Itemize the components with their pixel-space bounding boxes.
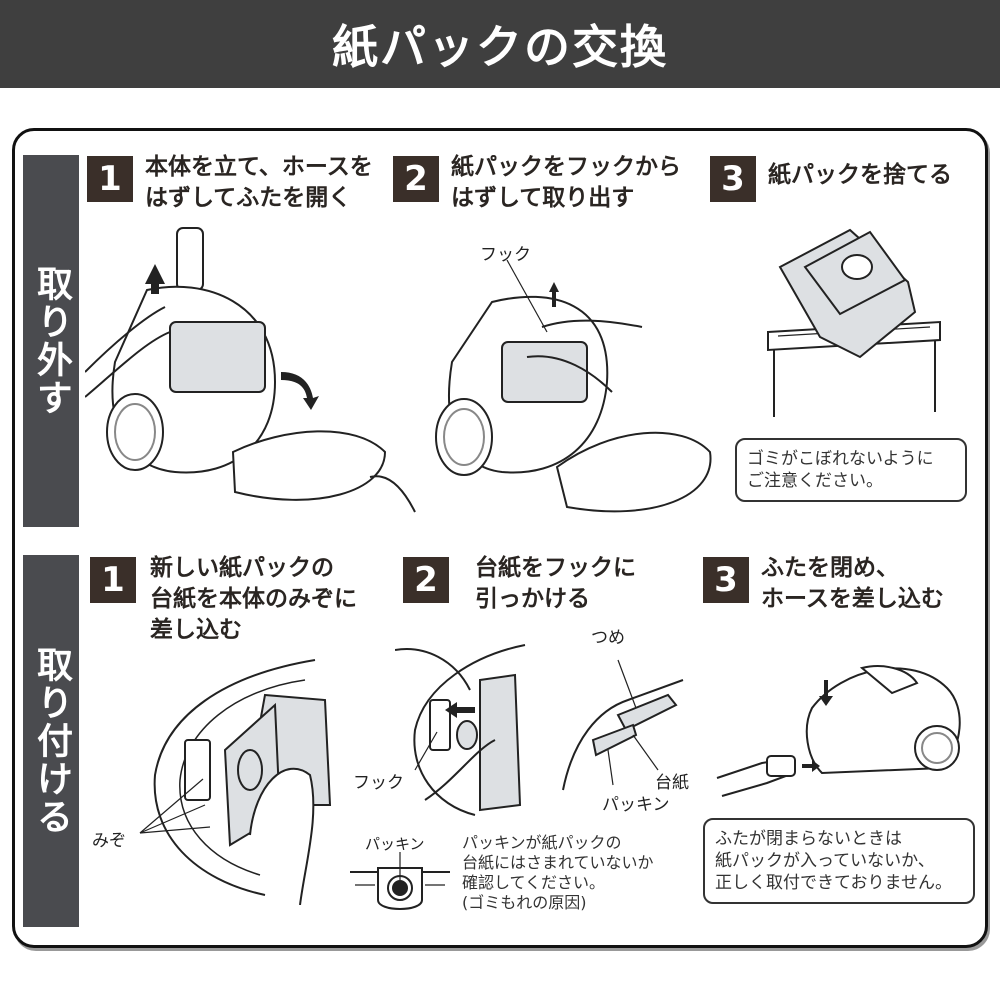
page-header: 紙パックの交換	[0, 0, 1000, 88]
step-text: 紙パックをフックから はずして取り出す	[451, 154, 681, 211]
step-text: 新しい紙パックの 台紙を本体のみぞに 差し込む	[150, 555, 357, 643]
callout-hook-2: フック	[353, 773, 404, 793]
hook-bag-illustration	[395, 644, 526, 816]
attach-step-3: 3 ふたを閉め、 ホースを差し込む	[703, 553, 944, 615]
step-number: 2	[403, 557, 449, 603]
step-number: 3	[703, 557, 749, 603]
insert-bag-illustration	[139, 659, 332, 905]
step-text: ふたを閉め、 ホースを差し込む	[761, 555, 944, 612]
step-text: 台紙をフックに 引っかける	[475, 555, 636, 612]
step-number: 2	[393, 156, 439, 202]
remove-step-1: 1 本体を立て、ホースを はずしてふたを開く	[87, 152, 373, 214]
warning-bubble-spill: ゴミがこぼれないように ご注意ください。	[735, 438, 967, 502]
hook-detail-illustration	[562, 659, 684, 791]
step-number: 1	[90, 557, 136, 603]
gasket-illustration	[350, 852, 450, 910]
callout-claw: 台紙	[655, 773, 689, 793]
callout-groove: みぞ	[92, 831, 126, 851]
callout-hook-3: つめ	[591, 628, 625, 648]
step-text: 本体を立て、ホースを はずしてふたを開く	[145, 154, 373, 211]
section-label-attach: 取り付ける	[23, 555, 79, 927]
remove-step-3: 3 紙パックを捨てる	[710, 152, 952, 202]
warning-bubble-lid: ふたが閉まらないときは 紙パックが入っていないか、 正しく取付できておりません。	[703, 818, 975, 904]
vacuum-open-lid-illustration	[85, 227, 416, 513]
page-title: 紙パックの交換	[332, 20, 668, 74]
step-number: 3	[710, 156, 756, 202]
callout-gasket: パッキン	[365, 835, 425, 853]
step-number: 1	[87, 156, 133, 202]
attach-step-2: 2 台紙をフックに 引っかける	[403, 553, 636, 615]
remove-step-2: 2 紙パックをフックから はずして取り出す	[393, 152, 681, 214]
gasket-note: パッキンが紙パックの 台紙にはさまれていないか 確認してください。 (ゴミもれの…	[462, 833, 654, 912]
section-label-remove: 取り外す	[23, 155, 79, 527]
attach-step-1: 1 新しい紙パックの 台紙を本体のみぞに 差し込む	[90, 553, 357, 646]
dispose-bag-illustration	[767, 228, 941, 417]
step-text: 紙パックを捨てる	[768, 162, 952, 188]
close-lid-illustration	[716, 665, 961, 797]
callout-hook: フック	[480, 245, 531, 265]
callout-backing: パッキン	[602, 795, 670, 815]
vacuum-remove-bag-illustration	[435, 259, 712, 513]
